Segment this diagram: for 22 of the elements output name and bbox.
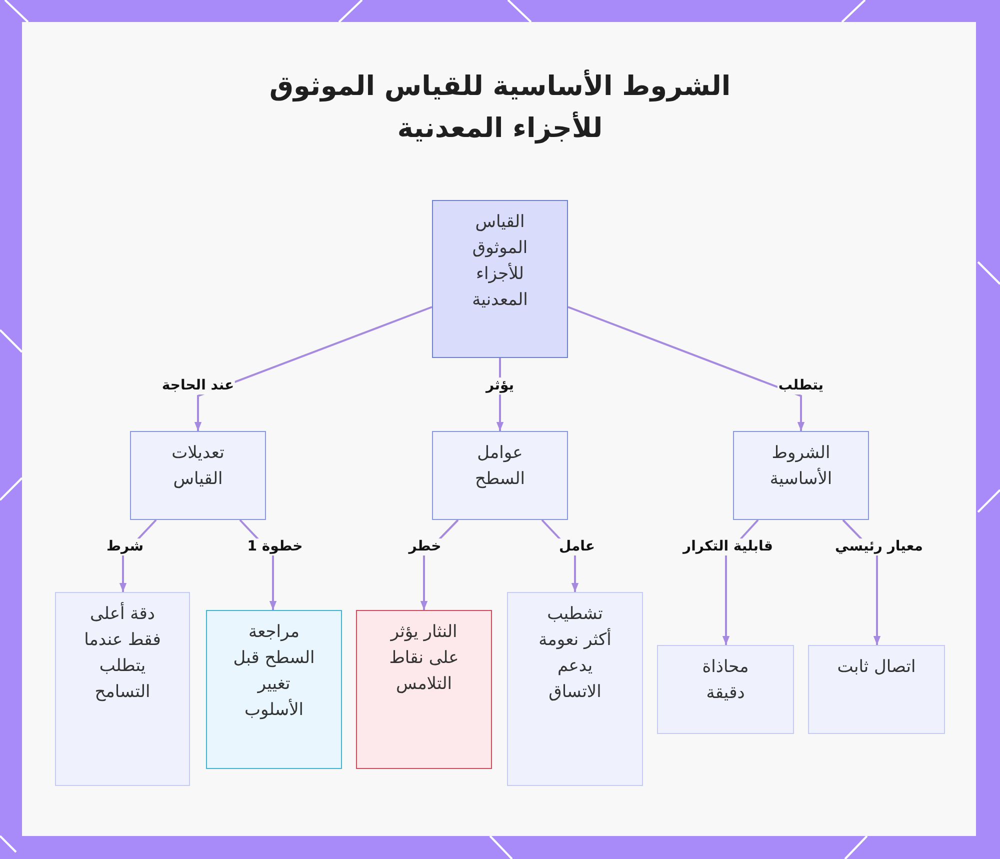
edge-label: معيار رئيسي — [834, 538, 924, 556]
edge-label: شرط — [105, 538, 145, 556]
category-box: الشروط الأساسية — [733, 431, 869, 520]
edge-label: خطر — [408, 538, 442, 556]
detail-box: اتصال ثابت — [808, 645, 945, 734]
edge-label: يؤثر — [485, 378, 515, 394]
edge-label: خطوة 1 — [246, 538, 304, 556]
title: الشروط الأساسية للقياس الموثوق للأجزاء المعدنية — [268, 68, 732, 146]
edge-label: عامل — [558, 538, 596, 556]
detail-box: محاذاة دقيقة — [657, 645, 794, 734]
detail-box: مراجعة السطح قبل تغيير الأسلوب — [206, 610, 342, 769]
connector — [194, 306, 432, 431]
connector — [568, 306, 805, 431]
edge-label: عند الحاجة — [160, 378, 236, 394]
topic-box: القياس الموثوق للأجزاء المعدنية — [432, 200, 568, 358]
category-box: عوامل السطح — [432, 431, 568, 520]
category-box: تعديلات القياس — [130, 431, 266, 520]
detail-box: النثار يؤثر على نقاط التلامس — [356, 610, 492, 769]
edge-label: قابلية التكرار — [682, 538, 774, 556]
detail-box: دقة أعلى فقط عندما يتطلب التسامح — [55, 592, 190, 786]
edge-label: يتطلب — [777, 378, 825, 394]
detail-box: تشطيب أكثر نعومة يدعم الاتساق — [507, 592, 643, 786]
